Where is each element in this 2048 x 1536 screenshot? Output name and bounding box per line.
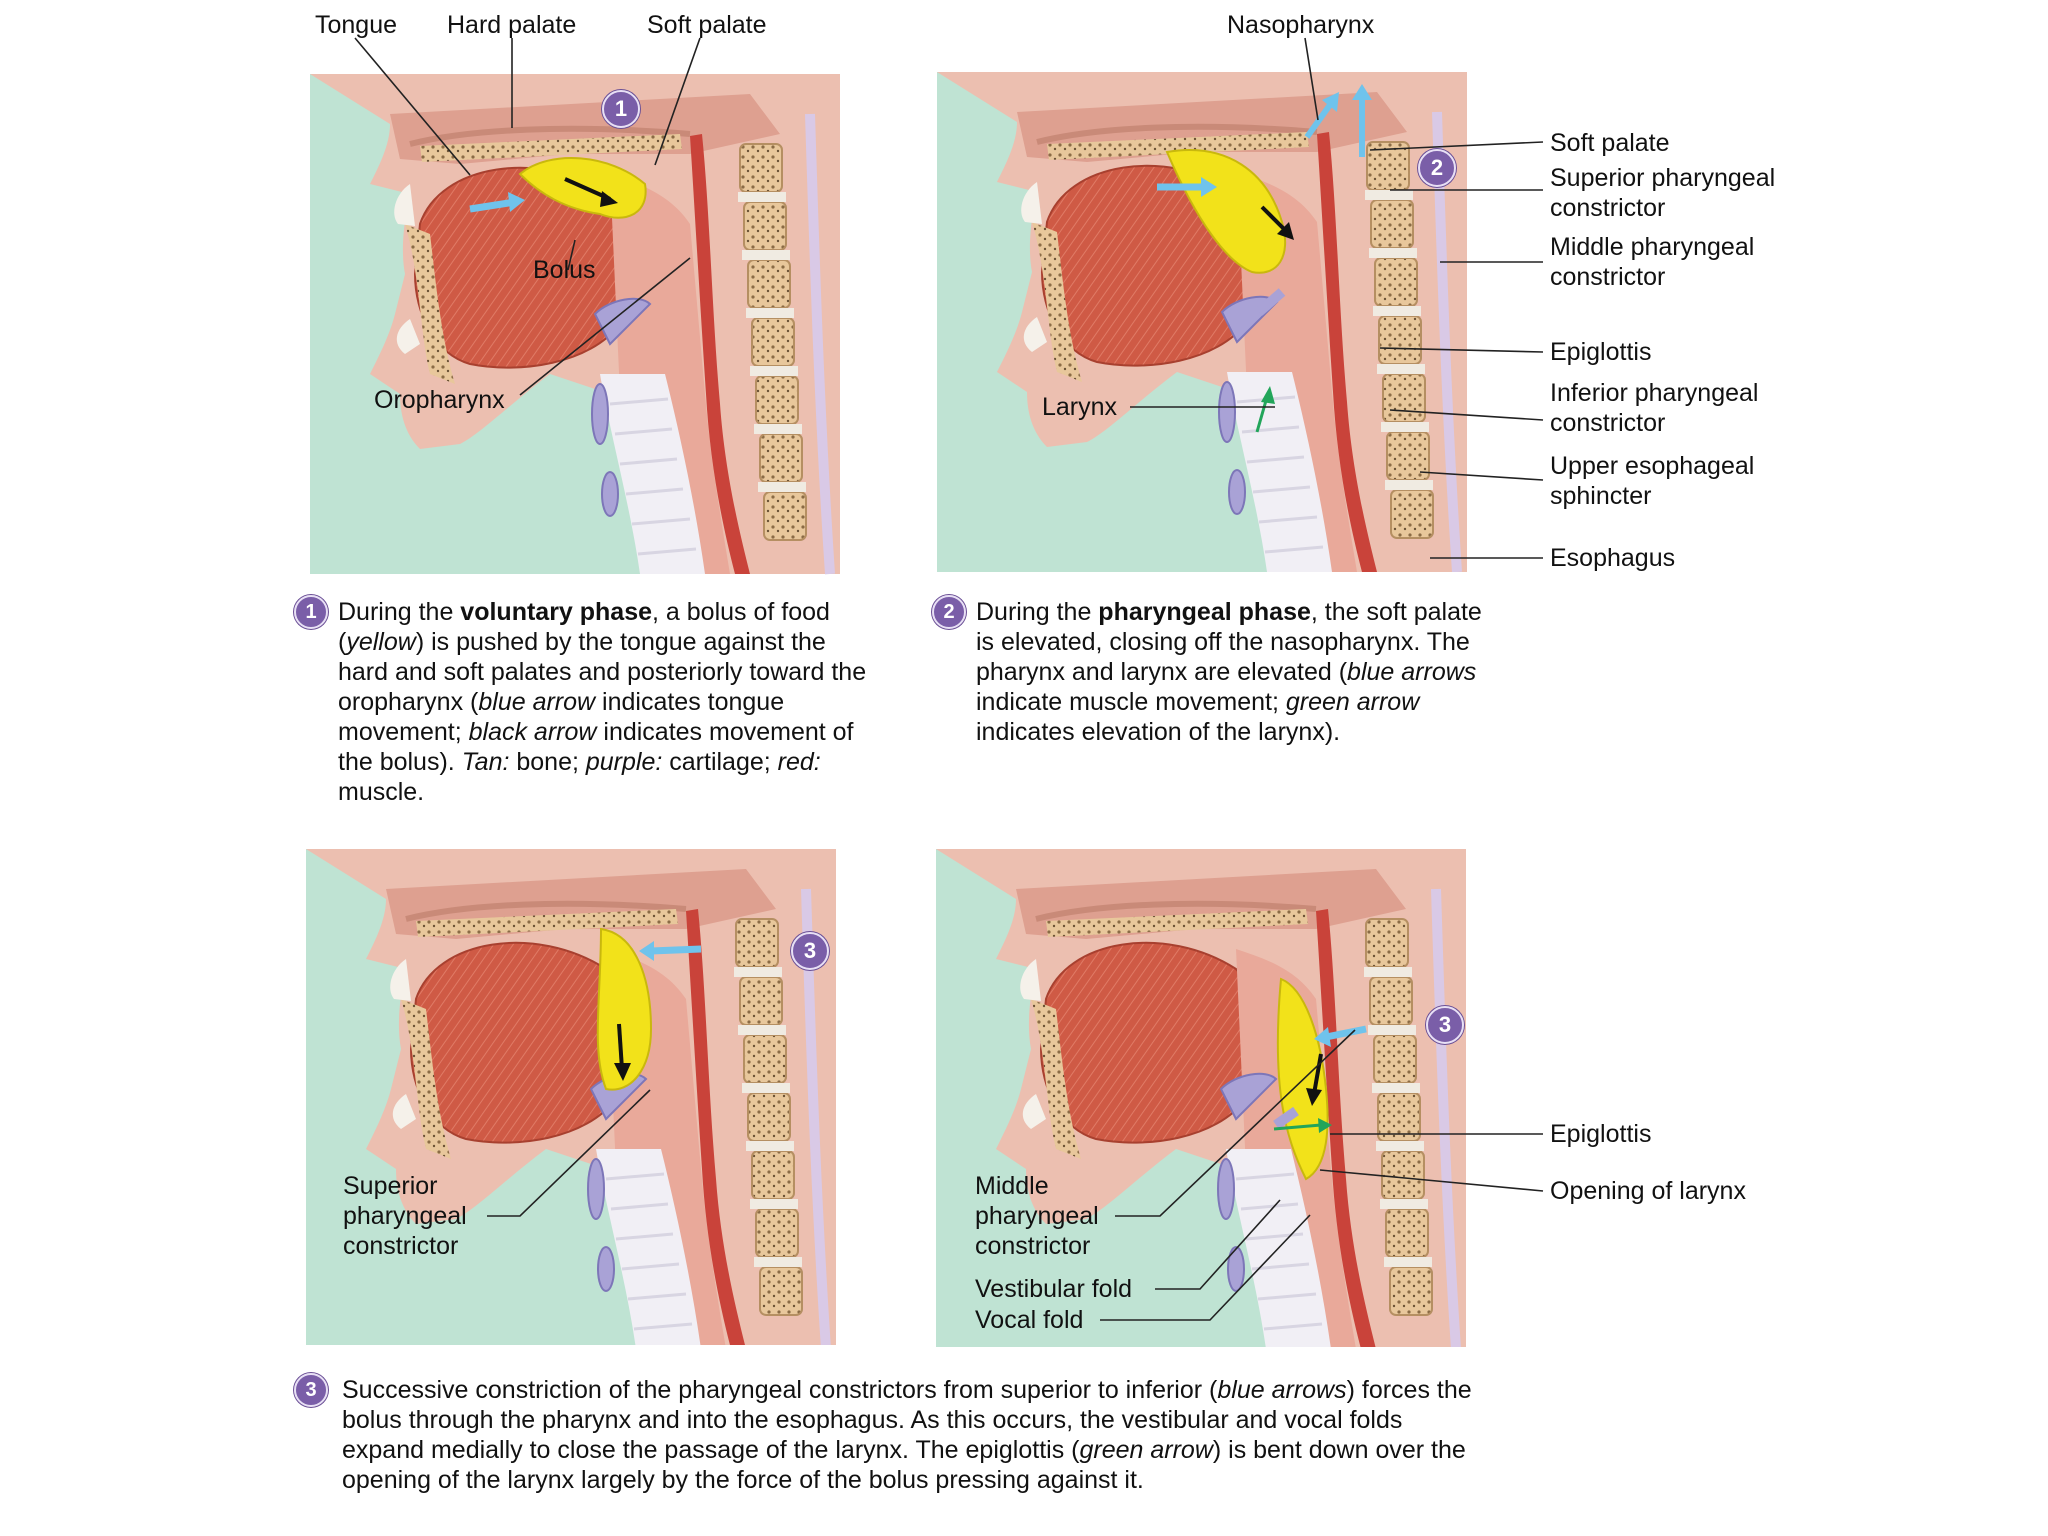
caption1-text: muscle. bbox=[338, 778, 425, 806]
caption1-text: cartilage; bbox=[662, 748, 778, 776]
panel-constriction-superior bbox=[306, 849, 838, 1345]
caption3-italic: green arrow bbox=[1079, 1436, 1213, 1464]
caption3-text: Successive constriction of the pharyngea… bbox=[342, 1376, 1218, 1404]
label-hard-palate: Hard palate bbox=[447, 11, 577, 39]
caption-pharyngeal-phase: 2 During the pharyngeal phase, the soft … bbox=[932, 595, 1482, 747]
label-esophagus: Esophagus bbox=[1550, 544, 1676, 572]
label-tongue: Tongue bbox=[315, 11, 398, 39]
blue-arrow bbox=[469, 198, 516, 213]
panel4-badge: 3 bbox=[1426, 1006, 1464, 1044]
caption1-text: , a bolus of food ( bbox=[338, 598, 830, 656]
label-superior-pharyngeal-constrictor: Superior pharyngeal constrictor bbox=[1550, 164, 1776, 222]
caption1-text: bone; bbox=[509, 748, 586, 776]
caption1-text: indicates tongue movement; bbox=[338, 688, 785, 746]
caption1-italic: blue arrow bbox=[478, 688, 596, 716]
blue-arrow-up-1 bbox=[1304, 100, 1335, 139]
label-soft-palate: Soft palate bbox=[647, 11, 767, 39]
label-bolus: Bolus bbox=[533, 256, 596, 284]
label-larynx: Larynx bbox=[1042, 393, 1118, 421]
panel2-badge: 2 bbox=[1418, 149, 1456, 187]
panel-voluntary-phase bbox=[310, 74, 840, 578]
bolus-shape bbox=[1165, 149, 1287, 274]
black-arrow bbox=[1260, 205, 1289, 234]
caption2-text: , the soft palate is elevated, closing o… bbox=[976, 598, 1482, 686]
caption2-text: indicate muscle movement; bbox=[976, 688, 1286, 716]
panel-constriction-middle bbox=[936, 849, 1468, 1347]
caption1-italic: Tan: bbox=[461, 748, 510, 776]
caption2-badge: 2 bbox=[932, 595, 966, 629]
label-inferior-pharyngeal-constrictor: Inferior pharyngeal constrictor bbox=[1550, 379, 1759, 437]
caption-voluntary-phase: 1 During the voluntary phase, a bolus of… bbox=[294, 595, 874, 807]
caption3-text: ) forces the bolus through the pharynx a… bbox=[342, 1376, 1472, 1464]
epiglottis-shape bbox=[1255, 288, 1286, 316]
bolus-shape bbox=[596, 927, 653, 1091]
caption1-italic: yellow bbox=[346, 628, 416, 656]
caption1-badge: 1 bbox=[294, 595, 328, 629]
voluntary-phase-illustration bbox=[310, 74, 840, 578]
caption1-text: indicates movement of the bolus). bbox=[338, 718, 854, 776]
caption1-text: ) is pushed by the tongue against the ha… bbox=[338, 628, 867, 716]
caption2-italic: blue arrows bbox=[1347, 658, 1477, 686]
caption2-text: During the bbox=[976, 598, 1099, 626]
panel1-badge: 1 bbox=[602, 90, 640, 128]
pharyngeal-phase-illustration bbox=[937, 72, 1467, 572]
label-vocal-fold: Vocal fold bbox=[975, 1306, 1084, 1334]
label-middle-pharyngeal-constrictor: Middle pharyngeal constrictor bbox=[1550, 233, 1755, 291]
caption3-text: ) is bent down over the opening of the l… bbox=[342, 1436, 1466, 1494]
caption2-text: indicates elevation of the larynx). bbox=[976, 718, 1341, 746]
caption1-italic: black arrow bbox=[468, 718, 597, 746]
label-nasopharynx: Nasopharynx bbox=[1227, 11, 1375, 39]
green-arrow bbox=[1255, 396, 1269, 433]
panel3-badge: 3 bbox=[791, 932, 829, 970]
label-epiglottis: Epiglottis bbox=[1550, 338, 1652, 366]
label-superior-pharyngeal-constrictor-3: Superior pharyngeal constrictor bbox=[343, 1172, 467, 1260]
black-arrow bbox=[617, 1023, 624, 1070]
caption2-italic: green arrow bbox=[1285, 688, 1420, 716]
label-soft-palate-2: Soft palate bbox=[1550, 129, 1670, 157]
label-epiglottis-4: Epiglottis bbox=[1550, 1120, 1652, 1148]
label-opening-of-larynx: Opening of larynx bbox=[1550, 1177, 1746, 1205]
caption2-bold: pharyngeal phase bbox=[1098, 598, 1311, 626]
label-upper-esophageal-sphincter: Upper esophageal sphincter bbox=[1550, 452, 1755, 510]
caption-constriction: 3 Successive constriction of the pharyng… bbox=[294, 1373, 1484, 1495]
label-oropharynx: Oropharynx bbox=[374, 386, 505, 414]
caption1-italic: red: bbox=[777, 748, 821, 776]
label-vestibular-fold: Vestibular fold bbox=[975, 1275, 1133, 1303]
caption3-italic: blue arrows bbox=[1217, 1376, 1347, 1404]
caption1-bold: voluntary phase bbox=[460, 598, 653, 626]
caption1-text: During the bbox=[338, 598, 461, 626]
label-middle-pharyngeal-constrictor-4: Middle pharyngeal constrictor bbox=[975, 1172, 1099, 1260]
blue-arrow bbox=[650, 945, 702, 955]
caption1-italic: purple: bbox=[585, 748, 663, 776]
constriction-middle-illustration bbox=[936, 849, 1468, 1347]
panel-pharyngeal-phase bbox=[937, 72, 1467, 572]
constriction-superior-illustration bbox=[306, 849, 838, 1345]
caption3-badge: 3 bbox=[294, 1373, 328, 1407]
